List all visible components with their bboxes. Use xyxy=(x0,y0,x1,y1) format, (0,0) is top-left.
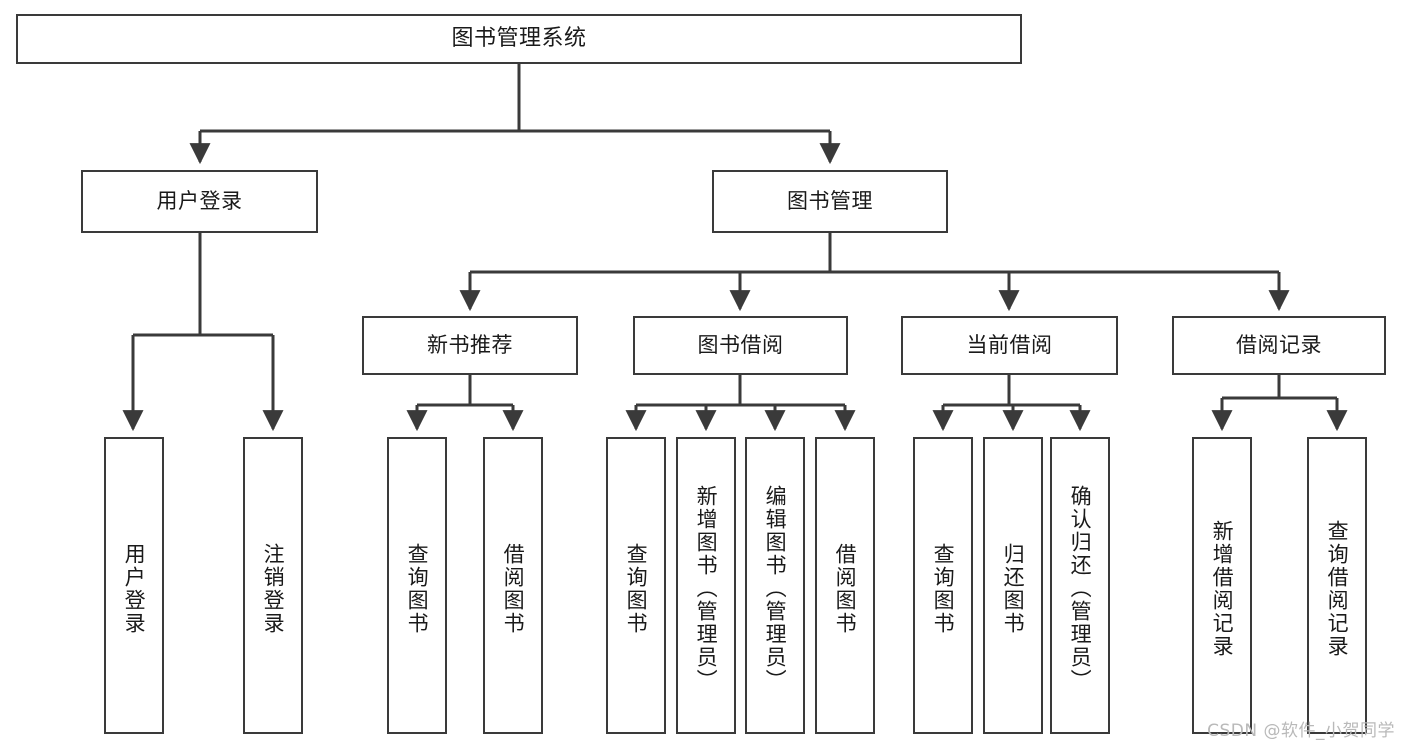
node-leaf-add-book-admin[interactable]: 新增图书（管理员） xyxy=(676,437,736,734)
node-leaf-rec-borrow-book-label: 借阅图书 xyxy=(501,542,526,635)
node-book-borrow-label: 图书借阅 xyxy=(697,333,784,358)
node-leaf-logout-label: 注销登录 xyxy=(261,542,286,635)
node-leaf-cur-query-book[interactable]: 查询图书 xyxy=(913,437,973,734)
node-leaf-confirm-return-admin-label: 确认归还（管理员） xyxy=(1068,485,1093,692)
node-borrow-record[interactable]: 借阅记录 xyxy=(1172,316,1386,375)
node-leaf-logout[interactable]: 注销登录 xyxy=(243,437,303,734)
node-leaf-rec-query-book[interactable]: 查询图书 xyxy=(387,437,447,734)
node-root[interactable]: 图书管理系统 xyxy=(16,14,1022,64)
node-leaf-add-borrow-record-label: 新增借阅记录 xyxy=(1210,519,1235,658)
node-current-borrow-label: 当前借阅 xyxy=(966,333,1053,358)
node-leaf-borrow-query-book-label: 查询图书 xyxy=(624,542,649,635)
node-leaf-rec-borrow-book[interactable]: 借阅图书 xyxy=(483,437,543,734)
node-book-manage-label: 图书管理 xyxy=(787,189,873,214)
node-leaf-borrow-book[interactable]: 借阅图书 xyxy=(815,437,875,734)
node-leaf-rec-query-book-label: 查询图书 xyxy=(405,542,430,635)
node-leaf-confirm-return-admin[interactable]: 确认归还（管理员） xyxy=(1050,437,1110,734)
node-leaf-return-book[interactable]: 归还图书 xyxy=(983,437,1043,734)
node-book-manage[interactable]: 图书管理 xyxy=(712,170,948,233)
node-leaf-add-borrow-record[interactable]: 新增借阅记录 xyxy=(1192,437,1252,734)
node-leaf-edit-book-admin-label: 编辑图书（管理员） xyxy=(763,485,788,692)
node-root-label: 图书管理系统 xyxy=(451,26,587,52)
node-new-book-recommend[interactable]: 新书推荐 xyxy=(362,316,578,375)
node-leaf-edit-book-admin[interactable]: 编辑图书（管理员） xyxy=(745,437,805,734)
node-leaf-user-login-label: 用户登录 xyxy=(122,542,147,635)
node-leaf-borrow-query-book[interactable]: 查询图书 xyxy=(606,437,666,734)
node-leaf-user-login[interactable]: 用户登录 xyxy=(104,437,164,734)
node-leaf-add-book-admin-label: 新增图书（管理员） xyxy=(694,485,719,692)
node-current-borrow[interactable]: 当前借阅 xyxy=(901,316,1118,375)
node-user-login[interactable]: 用户登录 xyxy=(81,170,318,233)
node-leaf-return-book-label: 归还图书 xyxy=(1001,542,1026,635)
node-leaf-borrow-book-label: 借阅图书 xyxy=(833,542,858,635)
csdn-watermark: CSDN @软件_小贺同学 xyxy=(1207,721,1395,741)
node-leaf-query-borrow-record-label: 查询借阅记录 xyxy=(1325,519,1350,658)
node-user-login-label: 用户登录 xyxy=(156,189,243,214)
node-book-borrow[interactable]: 图书借阅 xyxy=(633,316,848,375)
node-new-book-recommend-label: 新书推荐 xyxy=(427,333,513,358)
node-leaf-query-borrow-record[interactable]: 查询借阅记录 xyxy=(1307,437,1367,734)
node-leaf-cur-query-book-label: 查询图书 xyxy=(931,542,956,635)
node-borrow-record-label: 借阅记录 xyxy=(1236,333,1322,358)
